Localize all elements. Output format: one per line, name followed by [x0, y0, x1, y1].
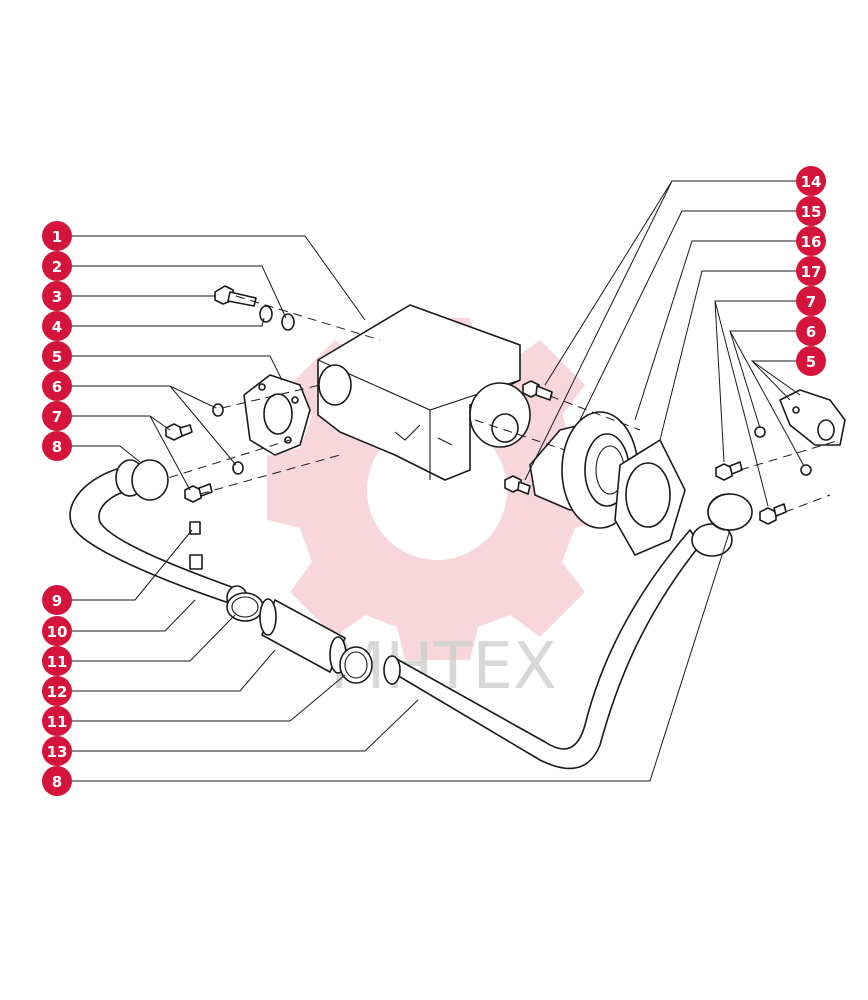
callout-6: 6 [796, 316, 826, 346]
callout-2: 2 [42, 251, 72, 281]
callout-9: 9 [42, 585, 72, 615]
callout-6: 6 [42, 371, 72, 401]
assembly-line-left-4 [154, 439, 291, 483]
callout-number: 6 [806, 323, 816, 341]
callout-1: 1 [42, 221, 72, 251]
assembly-line-left-1 [235, 295, 381, 341]
assembly-line-right-4 [784, 494, 831, 513]
callout-number: 11 [47, 713, 68, 731]
callout-14: 14 [796, 166, 826, 196]
gearbox-housing [317, 304, 531, 481]
callout-number: 3 [52, 288, 62, 306]
plug-9 [189, 521, 203, 570]
callout-16: 16 [796, 226, 826, 256]
bolt-14-upper [522, 380, 553, 401]
callout-8: 8 [42, 766, 72, 796]
hose-12 [259, 598, 347, 674]
bolt-3 [214, 285, 257, 307]
callout-12: 12 [42, 676, 72, 706]
right-coupling [529, 411, 639, 529]
assembly-line-right-3 [739, 439, 841, 471]
assembly-line-left-3 [199, 454, 341, 495]
callout-8: 8 [42, 431, 72, 461]
callout-15: 15 [796, 196, 826, 226]
assembly-line-right-1 [549, 395, 641, 431]
callout-number: 7 [806, 293, 816, 311]
left-flange [243, 374, 311, 456]
callout-number: 12 [47, 683, 68, 701]
washer-6-right-2 [800, 464, 812, 476]
callout-number: 16 [801, 233, 822, 251]
assembly-line-right-2 [474, 419, 566, 451]
callout-5: 5 [42, 341, 72, 371]
callout-11: 11 [42, 706, 72, 736]
leader-lines [72, 180, 805, 782]
callout-number: 8 [52, 773, 62, 791]
callout-17: 17 [796, 256, 826, 286]
callout-number: 10 [47, 623, 68, 641]
callout-number: 17 [801, 263, 822, 281]
bolt-7-right-1 [715, 461, 743, 481]
clamp-11-left [226, 592, 264, 622]
right-flange [779, 389, 846, 446]
callout-number: 5 [52, 348, 62, 366]
callout-10: 10 [42, 616, 72, 646]
clamp-11-right [339, 646, 373, 684]
callout-number: 5 [806, 353, 816, 371]
callout-number: 4 [52, 318, 62, 336]
washer-6-upper [212, 403, 224, 417]
callout-7: 7 [42, 401, 72, 431]
callout-number: 6 [52, 378, 62, 396]
gasket-17 [614, 439, 686, 556]
washer-2 [281, 313, 295, 331]
o-ring-8-right [707, 493, 753, 531]
washer-6-right-1 [754, 426, 766, 438]
bolt-14-lower [504, 475, 531, 495]
callout-11: 11 [42, 646, 72, 676]
callout-7: 7 [796, 286, 826, 316]
callout-number: 13 [47, 743, 68, 761]
assembly-line-left-2 [221, 384, 321, 409]
callout-number: 15 [801, 203, 822, 221]
bolt-7-right-2 [759, 503, 787, 525]
callout-4: 4 [42, 311, 72, 341]
callout-5: 5 [796, 346, 826, 376]
callouts-right: 14 15 16 17 7 6 5 [796, 166, 826, 376]
washer-4 [259, 305, 273, 323]
callout-13: 13 [42, 736, 72, 766]
left-pipe [69, 459, 248, 611]
callout-3: 3 [42, 281, 72, 311]
callout-number: 9 [52, 592, 62, 610]
callout-number: 14 [801, 173, 822, 191]
callout-number: 1 [52, 228, 62, 246]
callout-number: 8 [52, 438, 62, 456]
callout-number: 7 [52, 408, 62, 426]
bolt-7-upper [165, 423, 193, 441]
callout-number: 2 [52, 258, 62, 276]
bolt-7-lower [184, 483, 213, 503]
callout-number: 11 [47, 653, 68, 671]
